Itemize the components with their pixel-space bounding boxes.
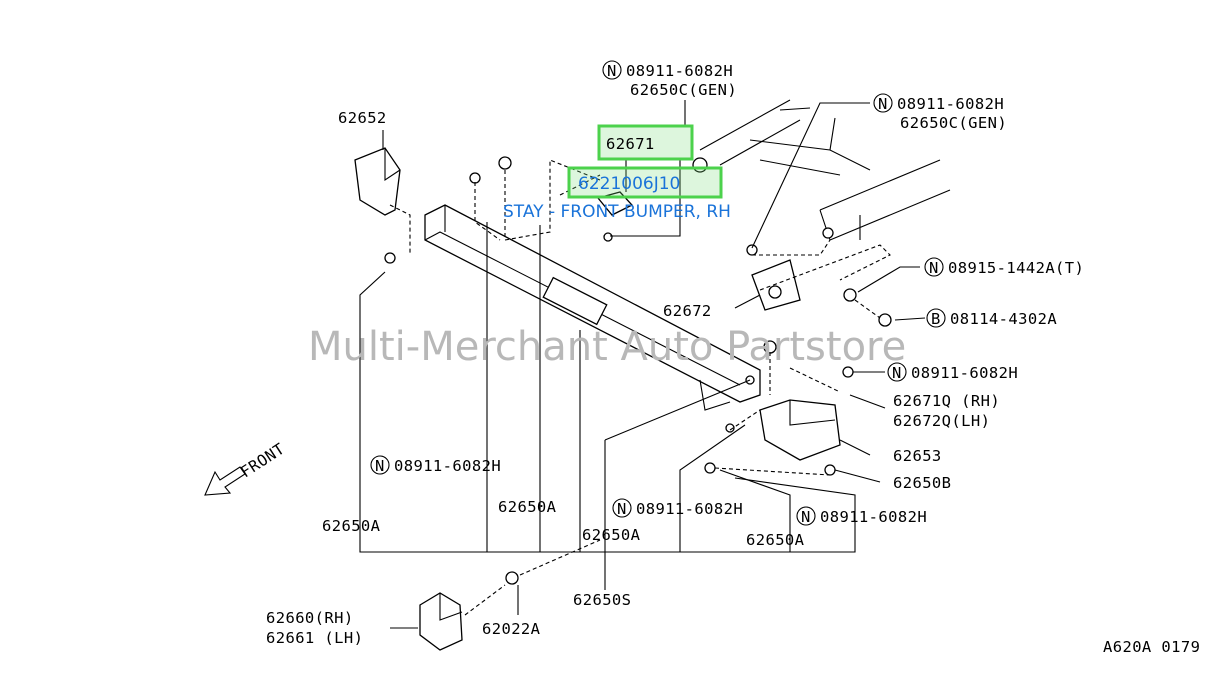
callout-08114-4302a: B 08114-4302A — [926, 308, 1057, 328]
callout-code: N — [892, 364, 902, 382]
callout-number: 08911-6082H — [626, 62, 733, 80]
callout-08915-1442a: N 08915-1442A(T) — [924, 257, 1084, 277]
label-62661: 62661 (LH) — [266, 629, 363, 647]
front-label: FRONT — [237, 440, 288, 482]
assembly-lines — [389, 159, 891, 616]
callout-sub: 62650C(GEN) — [630, 81, 737, 99]
label-62671q: 62671Q (RH) — [893, 392, 1000, 410]
callout-sub: 62650C(GEN) — [900, 114, 1007, 132]
highlight-part-number: 62671 — [606, 135, 655, 153]
callout-number: 08911-6082H — [897, 95, 1004, 113]
highlight-box-part-number[interactable] — [597, 124, 694, 161]
bracket-62653 — [759, 399, 841, 461]
stay-62672 — [751, 259, 801, 311]
callout-number: 08114-4302A — [950, 310, 1057, 328]
callout-08911-6082h-lower-right: N 08911-6082H — [796, 506, 927, 526]
bracket-62660 — [419, 592, 463, 651]
label-62672: 62672 — [663, 302, 712, 320]
callout-code: N — [375, 457, 385, 475]
label-62660: 62660(RH) — [266, 609, 354, 627]
watermark: Multi-Merchant Auto Partstore — [308, 324, 906, 370]
label-62652: 62652 — [338, 109, 387, 127]
label-62650a-right: 62650A — [746, 531, 805, 549]
callout-number: 08915-1442A(T) — [948, 259, 1084, 277]
callout-code: N — [617, 500, 627, 518]
leader-lines — [359, 100, 926, 629]
label-62650a-mid: 62650A — [498, 498, 557, 516]
callout-code: B — [931, 310, 941, 328]
callout-08911-6082h-left: N 08911-6082H — [370, 455, 501, 475]
bracket-62652 — [354, 147, 401, 216]
front-arrow-icon — [204, 466, 246, 496]
callout-code: N — [878, 95, 888, 113]
highlight-box-order-number[interactable] — [567, 166, 723, 199]
callout-code: N — [929, 259, 939, 277]
label-62022a: 62022A — [482, 620, 541, 638]
callout-number: 08911-6082H — [911, 364, 1018, 382]
callout-number: 08911-6082H — [820, 508, 927, 526]
highlight-description: STAY - FRONT BUMPER, RH — [503, 202, 731, 222]
highlighted-part[interactable]: 62671 6221006J10 STAY - FRONT BUMPER, RH — [503, 124, 731, 222]
callout-number: 08911-6082H — [636, 500, 743, 518]
bumper-reinforcement — [424, 204, 761, 411]
highlight-order-number: 6221006J10 — [578, 174, 680, 194]
label-62650a-center: 62650A — [582, 526, 641, 544]
label-62650s: 62650S — [573, 591, 631, 609]
callout-code: N — [607, 62, 617, 80]
fasteners — [384, 156, 892, 585]
callout-08911-6082h-mid: N 08911-6082H — [887, 362, 1018, 382]
callout-08911-6082h-top: N 08911-6082H 62650C(GEN) — [602, 60, 737, 99]
callout-number: 08911-6082H — [394, 457, 501, 475]
label-62650b: 62650B — [893, 474, 951, 492]
callout-code: N — [801, 508, 811, 526]
callout-08911-6082h-lower: N 08911-6082H — [612, 498, 743, 518]
frame-rails — [699, 99, 951, 241]
label-62672q: 62672Q(LH) — [893, 412, 990, 430]
label-62650a-left: 62650A — [322, 517, 381, 535]
callout-08911-6082h-right: N 08911-6082H 62650C(GEN) — [873, 93, 1007, 132]
label-62653: 62653 — [893, 447, 942, 465]
diagram-code: A620A 0179 — [1103, 638, 1200, 656]
